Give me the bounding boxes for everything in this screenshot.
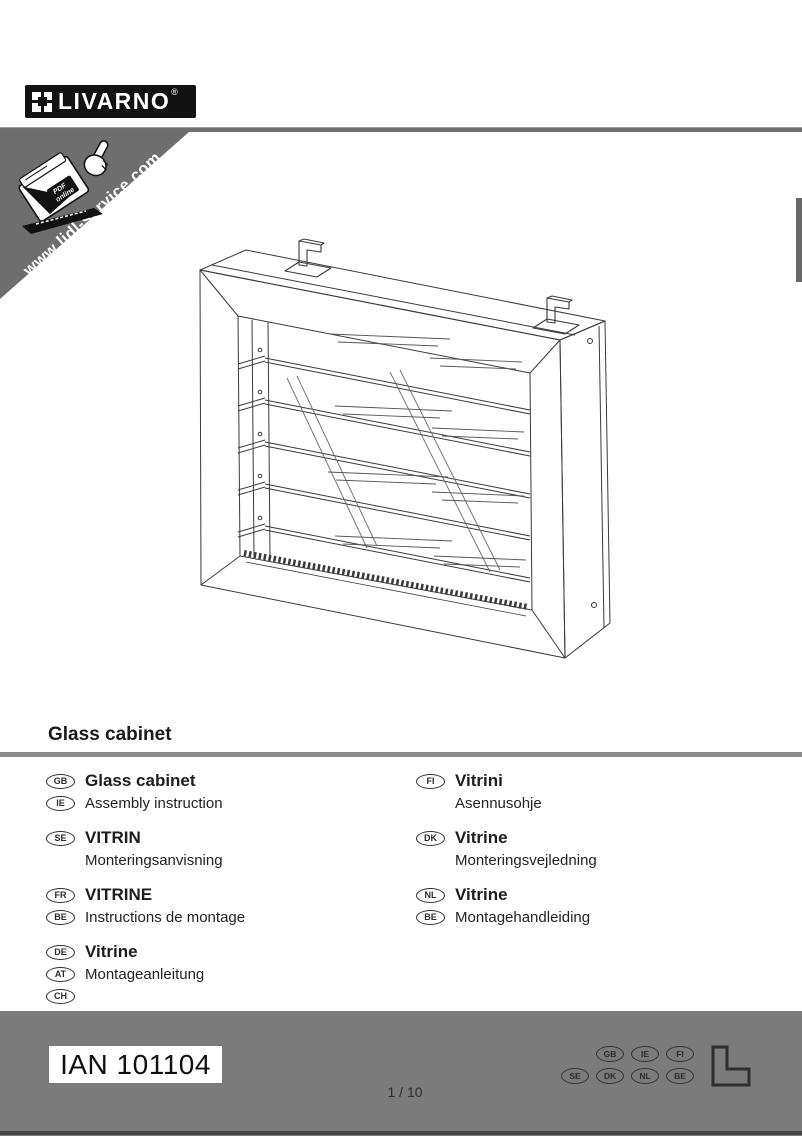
footer-country-badge: FI (666, 1046, 694, 1062)
language-item: DK Vitrine (416, 827, 597, 849)
footer-country-badge: BE (666, 1068, 694, 1084)
lidl-l-icon (711, 1045, 751, 1087)
language-subtitle: Montageanleitung (85, 965, 205, 983)
language-subtitle: Monteringsanvisning (85, 851, 223, 869)
footer-country-badge: IE (631, 1046, 659, 1062)
footer-bar: IAN 101104 1 / 10 GB IE FI SE DK NL BE (0, 1011, 802, 1136)
country-badge: FR (46, 887, 75, 903)
language-item: BE Montagehandleiding (416, 906, 597, 928)
cabinet-frame (199, 249, 611, 659)
page-indicator: 1 / 10 (387, 1084, 423, 1100)
page-edge-tab (796, 198, 802, 282)
glass-reflections (286, 333, 527, 573)
language-item: FR VITRINE (46, 884, 245, 906)
language-item: BE Instructions de montage (46, 906, 245, 928)
brand-name: LIVARNO (58, 88, 171, 114)
language-subtitle: Monteringsvejledning (455, 851, 597, 869)
footer-country-badge: DK (596, 1068, 624, 1084)
registered-trademark-mark: ® (171, 87, 178, 97)
language-item: AT Montageanleitung (46, 963, 245, 985)
livarno-logo: LIVARNO ® (25, 85, 196, 118)
language-column-left: GB Glass cabinet IE Assembly instruction… (46, 770, 245, 1020)
country-badge: BE (416, 909, 445, 925)
language-subtitle: Assembly instruction (85, 794, 223, 812)
product-title: Glass cabinet (48, 724, 172, 745)
language-item: NL Vitrine (416, 884, 597, 906)
language-item: GB Glass cabinet (46, 770, 245, 792)
language-title: VITRIN (85, 828, 141, 847)
hanging-brackets (284, 238, 580, 335)
language-title: Vitrini (455, 771, 503, 790)
country-badge: FI (416, 773, 445, 789)
language-item: Asennusohje (416, 792, 597, 814)
language-title: VITRINE (85, 885, 153, 904)
ian-number: IAN 101104 (60, 1048, 211, 1080)
language-subtitle: Instructions de montage (85, 908, 246, 926)
language-item: IE Assembly instruction (46, 792, 245, 814)
language-item: DE Vitrine (46, 941, 245, 963)
language-item: FI Vitrini (416, 770, 597, 792)
language-item: CH (46, 985, 245, 1007)
country-badge: AT (46, 966, 75, 982)
language-subtitle: Asennusohje (455, 794, 542, 812)
heading-rule (0, 752, 802, 757)
language-title: Vitrine (455, 828, 508, 847)
ian-box: IAN 101104 (49, 1046, 222, 1083)
header-rule (0, 127, 802, 132)
country-badge: NL (416, 887, 445, 903)
country-badge: CH (46, 988, 75, 1004)
language-title: Vitrine (85, 942, 138, 961)
hand-cursor-icon (83, 140, 109, 177)
pdf-online-icon: PDF online (18, 140, 109, 234)
language-title: Vitrine (455, 885, 508, 904)
language-item: SE VITRIN (46, 827, 245, 849)
country-badge: DK (416, 830, 445, 846)
language-column-right: FI Vitrini Asennusohje DK Vitrine Monter… (416, 770, 597, 941)
footer-bottom-line (0, 1131, 802, 1135)
language-item: Monteringsanvisning (46, 849, 245, 871)
country-badge: SE (46, 830, 75, 846)
footer-country-badge: GB (596, 1046, 624, 1062)
window-icon (32, 91, 52, 112)
cabinet-shelves (237, 347, 531, 583)
footer-country-badge: NL (631, 1068, 659, 1084)
country-badge: DE (46, 944, 75, 960)
language-item: Monteringsvejledning (416, 849, 597, 871)
country-badge: IE (46, 795, 75, 811)
country-badge: BE (46, 909, 75, 925)
footer-country-badge: SE (561, 1068, 589, 1084)
language-title: Glass cabinet (85, 771, 196, 790)
bottom-sill-hatching (243, 550, 529, 617)
country-badge: GB (46, 773, 75, 789)
language-subtitle: Montagehandleiding (455, 908, 591, 926)
glass-cabinet-illustration (199, 238, 611, 659)
